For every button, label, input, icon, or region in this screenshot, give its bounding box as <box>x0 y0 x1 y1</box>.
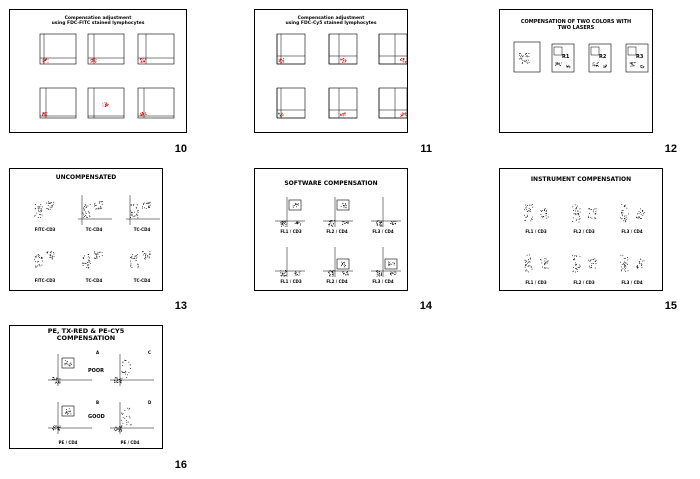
slide-title: SOFTWARE COMPENSATION <box>284 180 378 187</box>
axis-label: FL2 / CD3 <box>573 229 595 234</box>
corner-letter: D <box>148 400 152 405</box>
axis-label: FITC-CD3 <box>34 278 56 283</box>
scatter-grid <box>275 197 401 277</box>
corner-letter: C <box>148 350 151 355</box>
scatter-grid <box>276 33 408 119</box>
gate-label: R3 <box>636 54 644 60</box>
slide-title: Compensation adjustment using FDC-FITC s… <box>51 16 145 27</box>
axis-label: PE / CD4 <box>58 440 78 445</box>
slide-number: 14 <box>419 300 432 312</box>
axis-label: FL2 / CD3 <box>573 280 595 285</box>
axis-label: TC-CD4 <box>85 278 103 283</box>
axis-label: FL1 / CD3 <box>280 279 302 284</box>
slide-number: 11 <box>420 143 432 155</box>
slide-13[interactable]: UNCOMPENSATED FITC-CD3 TC-CD4 TC-CD4 FIT… <box>9 168 163 291</box>
scatter-grid <box>39 33 175 119</box>
corner-letter: A <box>96 350 100 355</box>
slide-title: Compensation adjustment using FDC-Cy5 st… <box>285 16 377 27</box>
axis-label: FL1 / CD3 <box>525 229 547 234</box>
slide-16[interactable]: PE, TX-RED & PE-CY5 COMPENSATION A C B D… <box>9 325 163 449</box>
slide-14[interactable]: SOFTWARE COMPENSATION FL1 / CD3 FL2 / CD… <box>254 168 408 291</box>
scatter-grid <box>34 195 160 269</box>
slide-number: 13 <box>174 300 187 312</box>
slide-number: 10 <box>174 143 187 155</box>
scatter-grid <box>48 354 154 434</box>
axis-label: FL3 / CD4 <box>621 229 643 234</box>
slide-title: INSTRUMENT COMPENSATION <box>530 176 632 183</box>
corner-letter: B <box>96 400 100 405</box>
scatter-grid <box>513 41 649 73</box>
slide-number: 12 <box>664 143 677 155</box>
quality-label-poor: POOR <box>88 368 105 374</box>
axis-label: FL3 / CD4 <box>621 280 643 285</box>
slide-15[interactable]: INSTRUMENT COMPENSATION FL1 / CD3 FL2 / … <box>499 168 663 291</box>
slide-number: 15 <box>664 300 677 312</box>
slide-title: UNCOMPENSATED <box>55 174 117 181</box>
gate-label: R1 <box>562 54 570 60</box>
axis-label: FL1 / CD3 <box>525 280 547 285</box>
axis-label: FL3 / CD4 <box>372 279 394 284</box>
axis-label: FL2 / CD4 <box>326 279 348 284</box>
axis-label: TC-CD4 <box>85 227 103 232</box>
slide-title: COMPENSATION OF TWO COLORS WITH TWO LASE… <box>520 19 632 31</box>
axis-label: FITC-CD3 <box>34 227 56 232</box>
axis-label: FL2 / CD4 <box>326 229 348 234</box>
slide-11[interactable]: Compensation adjustment using FDC-Cy5 st… <box>254 9 408 133</box>
slide-title: PE, TX-RED & PE-CY5 COMPENSATION <box>47 327 125 343</box>
axis-label: FL1 / CD3 <box>280 229 302 234</box>
slide-number: 16 <box>174 459 187 471</box>
gate-label: R2 <box>599 54 607 60</box>
slide-10[interactable]: Compensation adjustment using FDC-FITC s… <box>9 9 187 133</box>
scatter-grid <box>524 204 645 273</box>
slide-12[interactable]: COMPENSATION OF TWO COLORS WITH TWO LASE… <box>499 9 653 133</box>
axis-label: FL3 / CD4 <box>372 229 394 234</box>
axis-label: TC-CD4 <box>133 227 151 232</box>
axis-label: TC-CD4 <box>133 278 151 283</box>
quality-label-good: GOOD <box>88 414 105 420</box>
axis-label: PE / CD4 <box>120 440 140 445</box>
